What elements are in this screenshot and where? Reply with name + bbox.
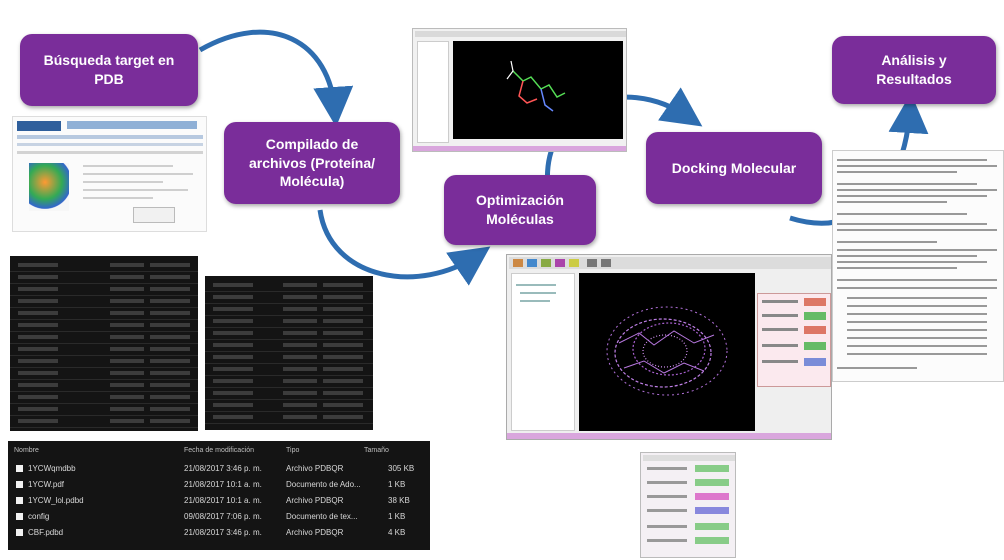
- file-type: Archivo PDBQR: [286, 528, 344, 537]
- file-type: Documento de tex...: [286, 512, 358, 521]
- docking-settings-panel: [757, 293, 831, 387]
- file-table-header-type: Tipo: [286, 447, 300, 454]
- file-size: 1 KB: [388, 512, 406, 521]
- file-name: config: [28, 512, 50, 521]
- step-molecule-optimization: Optimización Moléculas: [444, 175, 596, 245]
- file-size: 38 KB: [388, 496, 410, 505]
- file-icon: [16, 497, 23, 504]
- file-name: 1YCWqmdbb: [28, 464, 76, 473]
- file-type: Documento de Ado...: [286, 480, 361, 489]
- file-size: 1 KB: [388, 480, 406, 489]
- file-table-header-date: Fecha de modificación: [184, 447, 255, 454]
- file-icon: [16, 465, 23, 472]
- file-date: 09/08/2017 7:06 p. m.: [184, 512, 262, 521]
- grid-settings-window: [640, 452, 736, 558]
- pdb-website-screenshot: [12, 116, 207, 232]
- step-pdb-target-search: Búsqueda target en PDB: [20, 34, 198, 106]
- arrow-step1-to-step2: [198, 29, 354, 127]
- step-file-compilation: Compilado de archivos (Proteína/ Molécul…: [224, 122, 400, 204]
- file-size: 305 KB: [388, 464, 415, 473]
- file-explorer-dark-1: [10, 256, 198, 431]
- file-icon: [16, 513, 23, 520]
- file-icon: [16, 529, 23, 536]
- file-explorer-dark-2: [205, 276, 373, 430]
- molecule-viewer-window-top: [412, 28, 627, 152]
- protein-render: [579, 273, 755, 431]
- step-analysis-results: Análisis y Resultados: [832, 36, 996, 104]
- ligand-wireframe: [506, 60, 566, 112]
- docking-log-output: [832, 150, 1004, 382]
- file-table-header-name: Nombre: [14, 447, 39, 454]
- file-type: Archivo PDBQR: [286, 464, 344, 473]
- file-name: 1YCW.pdf: [28, 480, 65, 489]
- file-date: 21/08/2017 10:1 a. m.: [184, 496, 262, 505]
- arrow-step2-to-step3: [317, 209, 491, 286]
- protein-viewer-window: [506, 254, 832, 440]
- file-type: Archivo PDBQR: [286, 496, 344, 505]
- file-size: 4 KB: [388, 528, 406, 537]
- file-table-header-size: Tamaño: [364, 447, 389, 454]
- file-date: 21/08/2017 10:1 a. m.: [184, 480, 262, 489]
- file-icon: [16, 481, 23, 488]
- step-molecular-docking: Docking Molecular: [646, 132, 822, 204]
- file-date: 21/08/2017 3:46 p. m.: [184, 464, 262, 473]
- file-name: CBF.pdbd: [28, 528, 64, 537]
- file-name: 1YCW_lol.pdbd: [28, 496, 84, 505]
- viewer-sidebar: [511, 273, 575, 431]
- file-table-dark: Nombre Fecha de modificación Tipo Tamaño…: [8, 441, 430, 550]
- viewer-toolbar: [509, 257, 831, 269]
- file-date: 21/08/2017 3:46 p. m.: [184, 528, 262, 537]
